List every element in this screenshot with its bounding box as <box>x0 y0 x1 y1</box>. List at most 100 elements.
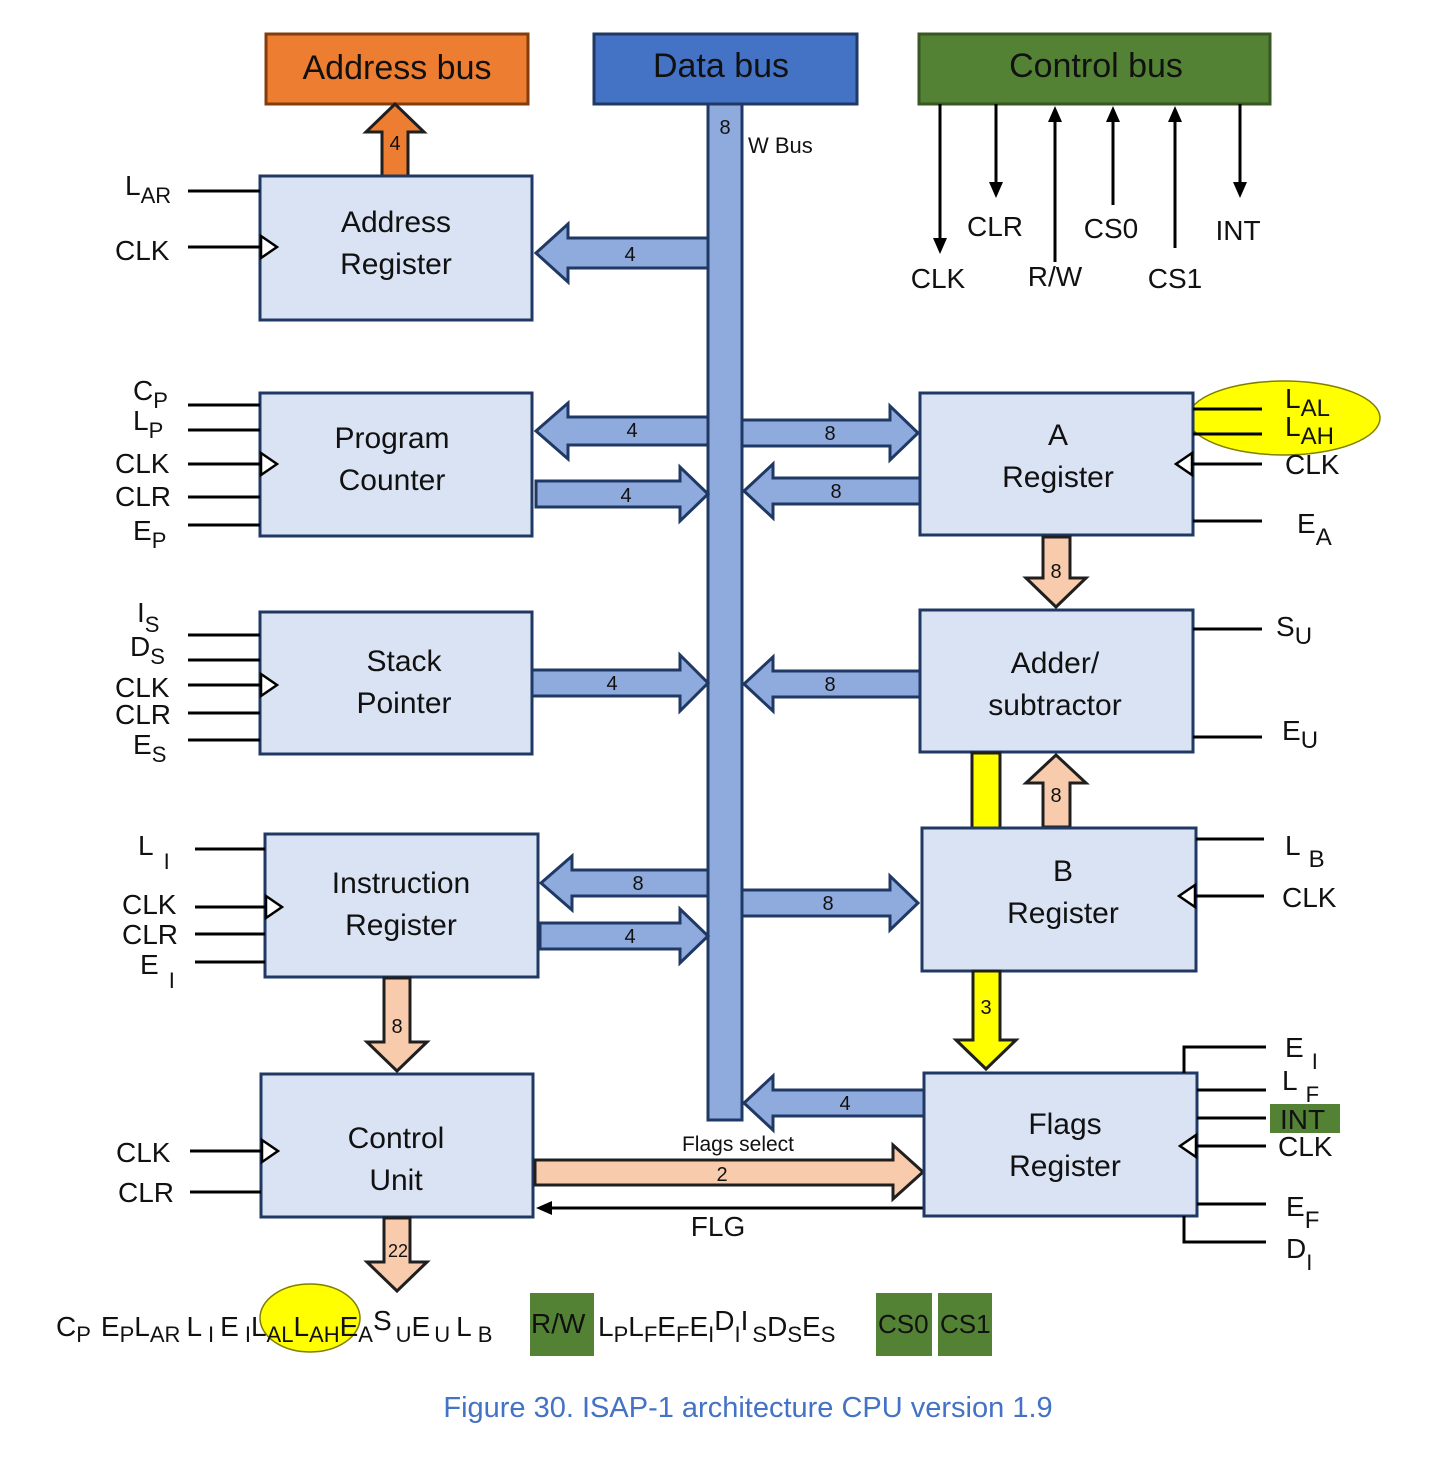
sig-clr-pc: CLR <box>115 481 171 512</box>
control-word-cs0: CS0 <box>878 1309 929 1339</box>
address-width: 4 <box>389 133 400 155</box>
sig-ei: EI <box>140 949 175 993</box>
ctrl-clk: CLK <box>911 263 966 294</box>
control-word-lal-lah-highlight <box>259 1283 361 1353</box>
a-line1: A <box>1048 419 1068 452</box>
w-bus-width: 8 <box>719 117 730 139</box>
sig-clk-ir: CLK <box>122 889 177 920</box>
b-in-width: 8 <box>822 893 833 915</box>
arrow-wbus-to-pc <box>533 399 710 463</box>
flags-select-label: Flags select <box>682 1133 794 1156</box>
arrow-b-to-adder <box>1022 752 1090 829</box>
sig-ea: EA <box>1297 508 1332 551</box>
arrow-cu-output <box>363 1216 431 1294</box>
cu-line2: Unit <box>369 1164 423 1197</box>
control-bus-label: Control bus <box>1009 47 1183 85</box>
sig-is: IS <box>137 597 159 637</box>
control-word-rw: R/W <box>531 1308 586 1339</box>
arrow-flags-to-wbus <box>741 1072 926 1134</box>
sig-lal: LAL <box>1285 383 1330 422</box>
adder-b-yellow-link <box>970 751 1002 830</box>
address-register: Address Register LAR CLK <box>115 170 534 322</box>
adder-line2: subtractor <box>988 689 1121 722</box>
ar-in-width: 4 <box>624 244 635 266</box>
arrow-b-to-flags <box>952 969 1020 1072</box>
arrow-a-to-wbus <box>741 460 922 522</box>
pc-line2: Counter <box>339 464 446 497</box>
control-word-cs1-highlight <box>938 1293 992 1356</box>
sig-lah: LAH <box>1285 411 1334 450</box>
a-in-width: 8 <box>824 423 835 445</box>
ir-in-width: 8 <box>632 873 643 895</box>
address-bus-label: Address bus <box>303 49 492 87</box>
flags-line2: Register <box>1009 1150 1121 1183</box>
sig-clr-cu: CLR <box>118 1177 174 1208</box>
b-line1: B <box>1053 855 1073 888</box>
b-to-flags-width: 3 <box>980 997 991 1019</box>
flg-arrowhead <box>536 1201 552 1215</box>
sig-clk-flags: CLK <box>1278 1131 1333 1162</box>
sig-cp: CP <box>133 375 168 413</box>
sig-di: DI <box>1286 1233 1312 1275</box>
a-out-width: 8 <box>830 481 841 503</box>
address-register-line2: Register <box>340 248 452 281</box>
arrow-pc-to-wbus <box>534 463 711 525</box>
sig-clk-a: CLK <box>1285 449 1340 480</box>
arrow-wbus-to-a <box>740 402 921 464</box>
program-counter: Program Counter CP LP CLK CLR EP <box>115 375 534 553</box>
flags-out-width: 4 <box>839 1093 850 1115</box>
ctrl-cs0: CS0 <box>1084 213 1138 244</box>
b-to-adder-width: 8 <box>1050 785 1061 807</box>
sig-ep: EP <box>133 515 166 553</box>
sig-int-flags: INT <box>1280 1104 1325 1135</box>
ctrl-int: INT <box>1215 215 1260 246</box>
ir-line2: Register <box>345 909 457 942</box>
sig-ds: DS <box>130 631 165 669</box>
sig-clr-sp: CLR <box>115 699 171 730</box>
ir-line1: Instruction <box>332 867 470 900</box>
ctrl-rw: R/W <box>1028 261 1083 292</box>
control-bus: Control bus <box>917 32 1272 106</box>
b-line2: Register <box>1007 897 1119 930</box>
arrow-adder-to-wbus <box>741 653 922 715</box>
address-bus-arrow <box>362 101 428 178</box>
arrow-ir-to-wbus <box>538 905 711 967</box>
data-bus-label: Data bus <box>653 47 789 85</box>
sig-clk-pc: CLK <box>115 448 170 479</box>
control-word-cs1: CS1 <box>940 1309 991 1339</box>
sp-line2: Pointer <box>356 687 451 720</box>
sp-line1: Stack <box>366 645 442 678</box>
sp-out-width: 4 <box>606 673 617 695</box>
cu-out-width: 22 <box>388 1241 408 1261</box>
pc-out-width: 4 <box>620 485 631 507</box>
a-to-adder-width: 8 <box>1050 561 1061 583</box>
arrow-flags-select <box>533 1141 926 1203</box>
flg-label: FLG <box>691 1211 745 1242</box>
arrow-a-to-adder <box>1022 535 1090 610</box>
control-bus-signals: CLK CLR R/W CS0 CS1 INT <box>911 104 1261 294</box>
data-bus: Data bus <box>592 32 859 106</box>
ctrl-cs1: CS1 <box>1148 263 1202 294</box>
int-highlight <box>1270 1104 1340 1133</box>
sig-es: ES <box>133 729 166 767</box>
w-bus <box>706 102 744 1122</box>
sig-lar: LAR <box>125 170 171 208</box>
address-register-line1: Address <box>341 206 451 239</box>
sig-eu: EU <box>1282 715 1318 754</box>
arrow-wbus-to-ir <box>538 852 710 914</box>
pc-in-width: 4 <box>626 420 637 442</box>
arrow-wbus-to-ar <box>533 220 710 286</box>
sig-clk-cu: CLK <box>116 1137 171 1168</box>
pc-line1: Program <box>334 422 449 455</box>
ctrl-clr: CLR <box>967 211 1023 242</box>
arrow-wbus-to-b <box>740 872 921 934</box>
adder-line1: Adder/ <box>1011 647 1100 680</box>
